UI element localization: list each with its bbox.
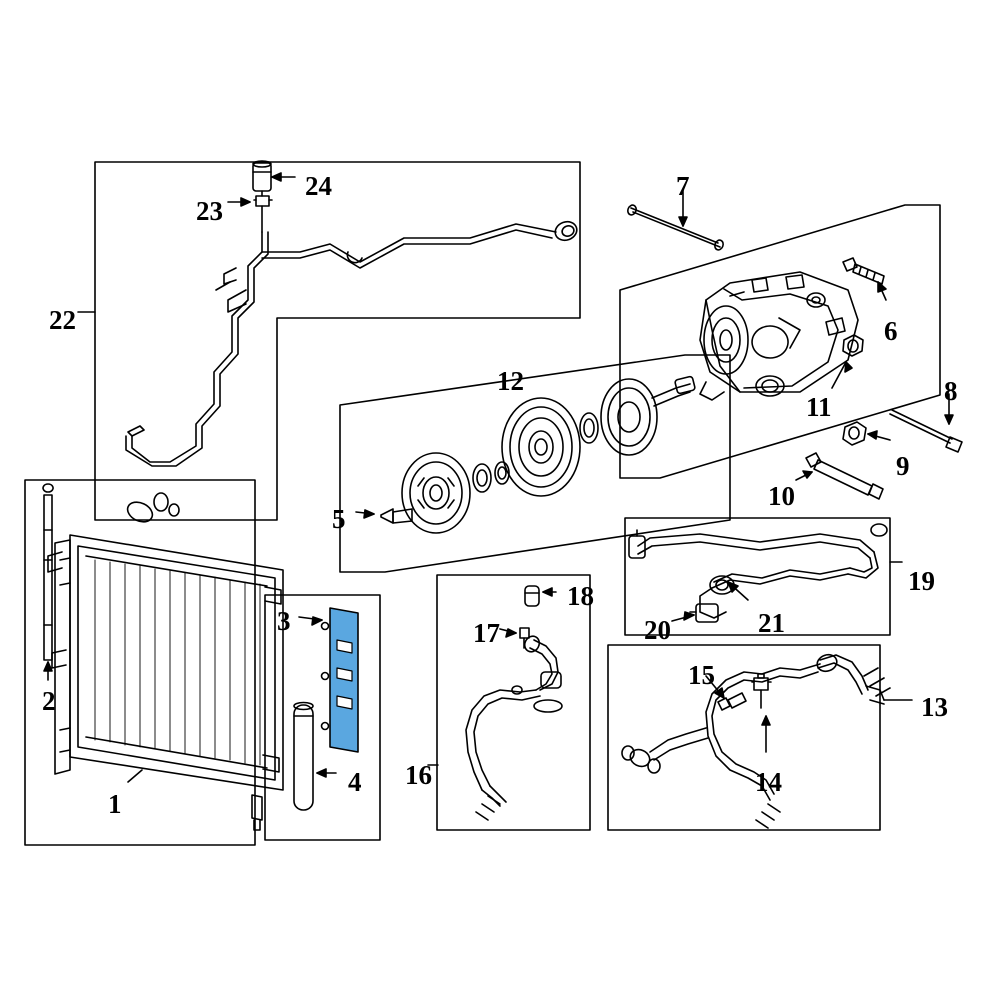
callout-16[interactable]: 16: [405, 760, 432, 790]
leader-9: [867, 430, 891, 441]
group-6-box: [619, 204, 941, 479]
condenser-core: [47, 534, 284, 831]
part-24-cylinder: [252, 160, 272, 192]
leader-6: [877, 281, 887, 301]
callout-10[interactable]: 10: [768, 481, 795, 511]
part-15-bolt: [717, 692, 747, 711]
part-23-valve: [253, 190, 273, 233]
callout-19[interactable]: 19: [908, 566, 935, 596]
discharge-hose: [465, 635, 563, 821]
leader-18: [542, 587, 557, 597]
group-12-box: [339, 354, 731, 573]
callout-5[interactable]: 5: [332, 504, 346, 534]
leader-15: [705, 675, 725, 699]
leader-10: [795, 470, 813, 481]
part-17-bolt: [519, 627, 530, 649]
callout-23[interactable]: 23: [196, 196, 223, 226]
callout-14[interactable]: 14: [755, 767, 782, 797]
callout-12[interactable]: 12: [497, 366, 524, 396]
callout-7[interactable]: 7: [676, 171, 690, 201]
leader-24: [271, 172, 296, 182]
group-13-box: [607, 644, 881, 831]
leader-8: [944, 393, 954, 425]
leader-4: [316, 768, 337, 778]
callout-3[interactable]: 3: [277, 606, 291, 636]
leader-1: [127, 769, 143, 783]
part-11-nut: [842, 334, 864, 357]
callout-4[interactable]: 4: [348, 767, 362, 797]
part-14-valve: [751, 673, 772, 709]
clutch-parts: [380, 375, 696, 534]
suction-hose: [621, 653, 891, 829]
callout-22[interactable]: 22: [49, 305, 76, 335]
callout-13[interactable]: 13: [921, 692, 948, 722]
callout-8[interactable]: 8: [944, 376, 958, 406]
leader-11: [831, 361, 853, 389]
evaporator-tubes: [125, 220, 578, 523]
group-22-box: [94, 161, 581, 521]
callout-21[interactable]: 21: [758, 608, 785, 638]
callout-2[interactable]: 2: [42, 686, 56, 716]
leader-21: [727, 581, 749, 601]
callout-6[interactable]: 6: [884, 316, 898, 346]
part-10-bolt: [805, 452, 884, 500]
part-2-rod: [42, 483, 54, 661]
callout-11[interactable]: 11: [806, 392, 832, 422]
leader-23: [227, 197, 251, 207]
leader-5: [355, 509, 375, 519]
callout-15[interactable]: 15: [688, 660, 715, 690]
callout-17[interactable]: 17: [473, 618, 500, 648]
leader-3: [298, 616, 323, 626]
callout-9[interactable]: 9: [896, 451, 910, 481]
part-9-nut: [842, 421, 867, 446]
leader-20: [671, 611, 695, 622]
callout-24[interactable]: 24: [305, 171, 332, 201]
compressor-body: [699, 271, 859, 401]
group-1-box: [24, 479, 256, 846]
leader-2: [43, 661, 53, 681]
part-4-receiver-drier: [293, 701, 314, 811]
group-16-box: [436, 574, 591, 831]
leader-14: [761, 715, 771, 753]
part-18-cap: [524, 585, 540, 607]
callout-1[interactable]: 1: [108, 789, 122, 819]
part-7-rod: [627, 204, 724, 251]
leader-17: [499, 628, 517, 638]
leader-7: [678, 189, 688, 227]
part-6-bolt: [842, 257, 885, 285]
group-3-box: [264, 594, 381, 841]
callout-18[interactable]: 18: [567, 581, 594, 611]
part-3-bracket-highlight: [320, 607, 359, 753]
callout-20[interactable]: 20: [644, 615, 671, 645]
group-19-box: [624, 517, 891, 636]
part-8-rod: [889, 409, 963, 453]
